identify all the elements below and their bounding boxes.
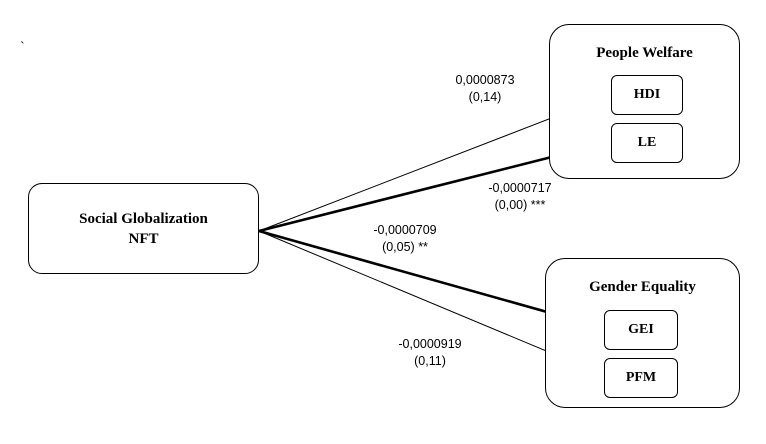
pfm-node: PFM (604, 358, 678, 398)
le-coefficient: -0,0000717 (488, 181, 552, 195)
le-path-label: -0,0000717 (0,00) *** (460, 180, 580, 214)
gei-path-label: -0,0000709 (0,05) ** (345, 222, 465, 256)
stray-backtick-mark: ` (20, 40, 25, 55)
hdi-path-label: 0,0000873 (0,14) (430, 72, 540, 106)
gei-stat: (0,05) ** (382, 240, 428, 254)
hdi-coefficient: 0,0000873 (455, 73, 515, 87)
hdi-node: HDI (611, 75, 683, 115)
people-welfare-title: People Welfare (596, 45, 693, 61)
le-stat: (0,00) *** (494, 198, 546, 212)
pfm-coefficient: -0,0000919 (398, 337, 462, 351)
gender-equality-title: Gender Equality (589, 279, 696, 295)
gei-coefficient: -0,0000709 (373, 223, 437, 237)
source-label-line2: NFT (128, 230, 159, 247)
gei-node: GEI (604, 310, 678, 350)
pfm-stat: (0,11) (414, 354, 446, 368)
hdi-stat: (0,14) (468, 90, 502, 104)
source-label-line1: Social Globalization (79, 210, 208, 227)
social-globalization-node: Social Globalization NFT (28, 183, 259, 274)
le-node: LE (611, 123, 683, 163)
pfm-path-label: -0,0000919 (0,11) (370, 336, 490, 370)
